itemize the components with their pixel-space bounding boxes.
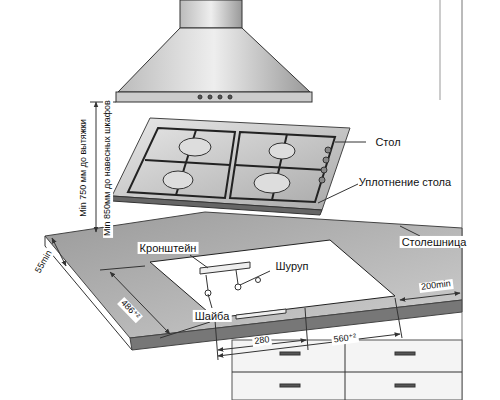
part-label: Шуруп bbox=[274, 260, 311, 272]
dimension-label: Min 750 мм до вытяжки bbox=[79, 117, 89, 218]
part-label: Стол bbox=[373, 136, 402, 148]
part-label: Столешница bbox=[400, 236, 469, 248]
part-label: Кронштейн bbox=[138, 242, 199, 254]
part-label: Шайба bbox=[193, 310, 232, 322]
dimension-label: 55min bbox=[33, 247, 56, 277]
part-label: Уплотнение стола bbox=[357, 176, 453, 188]
dimension-label: Min 850мм до навесных шкафов bbox=[103, 98, 113, 238]
